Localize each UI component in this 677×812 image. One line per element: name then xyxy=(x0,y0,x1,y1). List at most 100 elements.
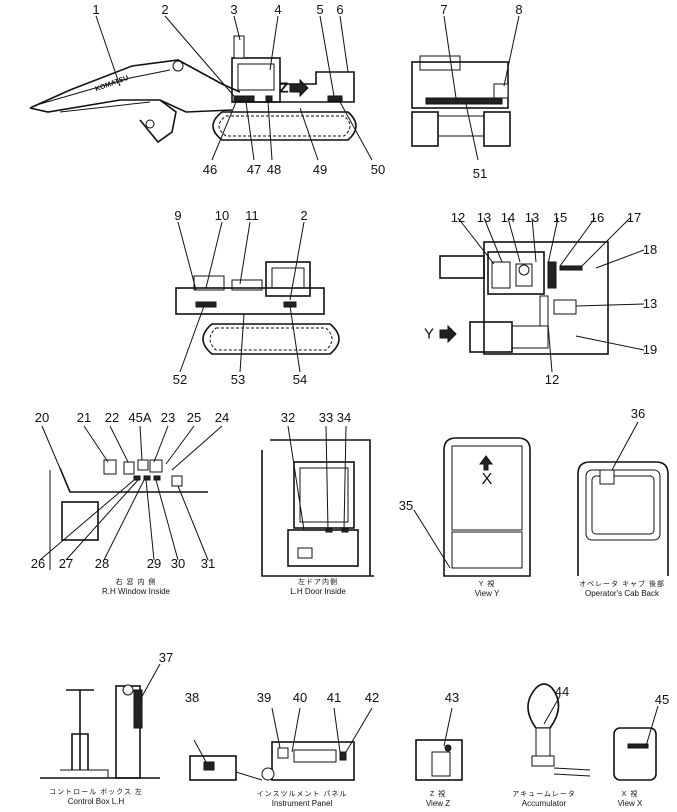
callout-23: 23 xyxy=(160,410,176,425)
callout-14: 14 xyxy=(500,210,516,225)
callout-46: 46 xyxy=(202,162,218,177)
callout-13: 13 xyxy=(476,210,492,225)
caption-instrument-panel-jp: インスツルメント パネル xyxy=(256,791,348,798)
caption-view-x-en: View X xyxy=(617,799,643,808)
caption-operators-cab-back: オペレータ キャブ 後部 Operator's Cab Back xyxy=(579,580,665,598)
view-y xyxy=(413,437,531,577)
caption-view-z-en: View Z xyxy=(425,799,451,808)
excavator-side-view xyxy=(29,15,373,161)
caption-rh-window-en: R.H Window Inside xyxy=(101,587,171,596)
callout-8: 8 xyxy=(515,2,523,17)
caption-lh-door-jp: 左ドア内側 xyxy=(298,579,338,586)
accumulator-view xyxy=(527,683,591,777)
caption-lh-door-en: L.H Door Inside xyxy=(290,587,346,596)
callout-25: 25 xyxy=(186,410,202,425)
rh-window-inside-view xyxy=(39,425,223,570)
callout-40: 40 xyxy=(292,690,308,705)
excavator-top-view xyxy=(439,217,645,373)
callout-53: 53 xyxy=(230,372,246,387)
caption-view-z: Z 視 View Z xyxy=(426,790,450,808)
callout-41: 41 xyxy=(326,690,342,705)
view-z xyxy=(415,707,463,781)
callout-9: 9 xyxy=(174,208,182,223)
callout-43: 43 xyxy=(444,690,460,705)
caption-control-box-en: Control Box L.H xyxy=(67,797,125,806)
caption-accumulator-jp: アキュームレータ xyxy=(512,791,576,798)
callout-21: 21 xyxy=(76,410,92,425)
callout-42: 42 xyxy=(364,690,380,705)
callout-39: 39 xyxy=(256,690,272,705)
callout-44: 44 xyxy=(554,684,570,699)
callout-52: 52 xyxy=(172,372,188,387)
callout-24: 24 xyxy=(214,410,230,425)
callout-10: 10 xyxy=(214,208,230,223)
caption-instrument-panel: インスツルメント パネル Instrument Panel xyxy=(257,790,348,808)
caption-instrument-panel-en: Instrument Panel xyxy=(271,799,333,808)
control-box-lh-view xyxy=(40,663,161,779)
instrument-panel-view xyxy=(189,707,373,781)
caption-accumulator: アキュームレータ Accumulator xyxy=(512,790,576,808)
callout-16: 16 xyxy=(589,210,605,225)
callout-22: 22 xyxy=(104,410,120,425)
callout-6: 6 xyxy=(336,2,344,17)
caption-view-y-en: View Y xyxy=(474,589,500,598)
caption-view-x-jp: X 視 xyxy=(621,791,639,798)
callout-54: 54 xyxy=(292,372,308,387)
callout-34: 34 xyxy=(336,410,352,425)
callout-18: 18 xyxy=(642,242,658,257)
callout-49: 49 xyxy=(312,162,328,177)
callout-27: 27 xyxy=(58,556,74,571)
callout-2b: 2 xyxy=(300,208,308,223)
view-x xyxy=(613,705,659,781)
callout-13c: 13 xyxy=(642,296,658,311)
caption-view-x: X 視 View X xyxy=(618,790,643,808)
callout-37: 37 xyxy=(158,650,174,665)
caption-view-y-jp: Y 視 xyxy=(478,581,496,588)
callout-35: 35 xyxy=(398,498,414,513)
caption-control-box-lh: コントロール ボックス 左 Control Box L.H xyxy=(49,788,143,806)
callout-12b: 12 xyxy=(544,372,560,387)
excavator-rear-view xyxy=(411,15,520,161)
caption-rh-window-jp: 右 窓 内 側 xyxy=(115,579,157,586)
callout-11: 11 xyxy=(245,208,259,223)
callout-50: 50 xyxy=(370,162,386,177)
excavator-side-view-rh xyxy=(175,221,340,373)
callout-30: 30 xyxy=(170,556,186,571)
operators-cab-back-view xyxy=(577,421,669,576)
callout-4: 4 xyxy=(274,2,282,17)
callout-3: 3 xyxy=(230,2,238,17)
callout-45a: 45A xyxy=(128,410,152,425)
z-marker: Z xyxy=(279,79,289,97)
caption-view-y: Y 視 View Y xyxy=(475,580,500,598)
callout-29: 29 xyxy=(146,556,162,571)
callout-2: 2 xyxy=(161,2,169,17)
lh-door-inside-view xyxy=(261,425,374,577)
callout-33: 33 xyxy=(318,410,334,425)
callout-48: 48 xyxy=(266,162,282,177)
callout-5: 5 xyxy=(316,2,324,17)
callout-12: 12 xyxy=(450,210,466,225)
x-marker: X xyxy=(481,471,493,488)
callout-36: 36 xyxy=(630,406,646,421)
callout-26: 26 xyxy=(30,556,46,571)
callout-32: 32 xyxy=(280,410,296,425)
y-marker: Y xyxy=(423,325,435,343)
caption-lh-door-inside: 左ドア内側 L.H Door Inside xyxy=(290,578,346,596)
callout-7: 7 xyxy=(440,2,448,17)
callout-51: 51 xyxy=(472,166,488,181)
callout-38: 38 xyxy=(184,690,200,705)
callout-47: 47 xyxy=(246,162,262,177)
callout-13b: 13 xyxy=(524,210,540,225)
callout-31: 31 xyxy=(200,556,216,571)
caption-cab-back-jp: オペレータ キャブ 後部 xyxy=(579,581,665,588)
callout-1: 1 xyxy=(92,2,100,17)
caption-rh-window-inside: 右 窓 内 側 R.H Window Inside xyxy=(102,578,170,596)
callout-28: 28 xyxy=(94,556,110,571)
callout-45: 45 xyxy=(654,692,670,707)
caption-accumulator-en: Accumulator xyxy=(521,799,567,808)
callout-17: 17 xyxy=(626,210,642,225)
caption-cab-back-en: Operator's Cab Back xyxy=(584,589,660,598)
callout-19: 19 xyxy=(642,342,658,357)
